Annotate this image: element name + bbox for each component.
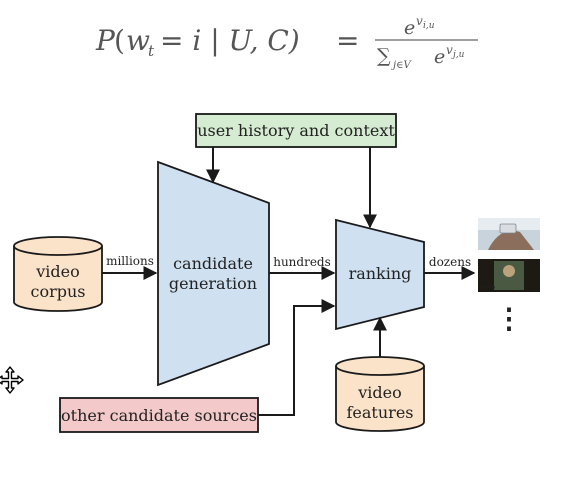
formula-sum-sub: j∈V <box>391 60 413 71</box>
edge-other-to-ranking <box>258 299 336 416</box>
formula-denominator-e: e <box>434 46 445 68</box>
move-cursor-icon <box>0 366 24 394</box>
formula-denominator-v: v <box>446 43 453 57</box>
video-features-label-line2: features <box>347 403 414 422</box>
output-thumbnails: vevo ⋮ <box>478 218 540 335</box>
edge-label-hundreds: hundreds <box>273 255 331 269</box>
video-corpus-body <box>13 246 103 312</box>
user-history-node: user history and context <box>195 113 397 148</box>
edge-label-dozens: dozens <box>429 255 471 269</box>
user-history-label: user history and context <box>197 121 395 140</box>
candidate-generation-shape <box>157 160 270 387</box>
video-thumbnail-1 <box>478 218 540 250</box>
thumbnail-1-figure <box>488 230 534 250</box>
formula-denominator-sub: j,u <box>451 50 465 60</box>
thumbnail-2-figure <box>503 265 515 277</box>
video-features-node: video features <box>335 356 425 432</box>
candidate-generation-node: candidate generation <box>157 160 270 387</box>
softmax-formula: P ( w t = i | U, C) = e v i,u ∑ j∈V e v … <box>95 14 478 71</box>
more-items-ellipsis: ⋮ <box>495 302 523 335</box>
formula-sum: ∑ <box>377 45 391 67</box>
other-sources-box <box>59 397 259 433</box>
candidate-generation-label-line1: candidate <box>173 254 253 273</box>
video-corpus-label-line2: corpus <box>31 282 86 301</box>
formula-open-paren: ( <box>114 24 125 57</box>
formula-lhs-rest: = i | U, C) <box>160 24 300 57</box>
formula-numerator-v: v <box>416 14 423 28</box>
phone-icon <box>499 223 517 234</box>
formula-numerator-sub: i,u <box>423 21 435 31</box>
other-sources-node: other candidate sources <box>59 397 259 433</box>
formula-t-subscript: t <box>148 42 155 60</box>
ranking-shape <box>335 218 425 331</box>
other-sources-label: other candidate sources <box>61 406 257 425</box>
formula-equals: = <box>336 24 359 57</box>
video-corpus-top <box>13 236 103 256</box>
video-corpus-label-line1: video <box>35 262 80 281</box>
formula-numerator-e: e <box>404 17 415 39</box>
ranking-node: ranking <box>335 218 425 331</box>
edge-label-millions: millions <box>106 254 154 268</box>
formula-w: w <box>126 24 150 57</box>
candidate-generation-label-line2: generation <box>169 274 257 293</box>
formula-p: P <box>95 24 116 57</box>
video-features-body <box>335 366 425 432</box>
ranking-label: ranking <box>349 264 412 283</box>
video-features-label-line1: video <box>357 383 402 402</box>
video-corpus-node: video corpus <box>13 236 103 312</box>
user-history-box <box>195 113 397 148</box>
video-features-top <box>335 356 425 376</box>
video-thumbnail-2: vevo <box>478 259 540 292</box>
edges <box>102 147 476 416</box>
thumbnail-2-watermark: vevo <box>480 284 495 291</box>
